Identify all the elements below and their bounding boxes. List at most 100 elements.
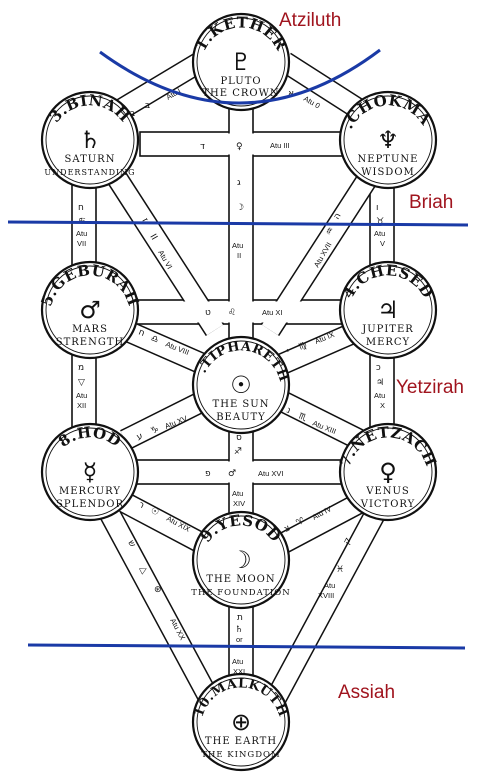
sephira-planet: THE SUN [213,399,270,410]
path-label-glyph: ♉ [376,217,384,227]
sephira-kether: 1.KETHER ♇ PLUTO THE CROWN [192,12,291,112]
saturn-icon: ♄ [79,126,101,154]
path-label-glyph: ק [342,536,354,546]
path-label-glyph: ☽ [236,203,244,213]
path-label-glyph: כ [376,363,381,373]
path-label-glyph: ס [236,433,242,443]
path-label-glyph: י [285,347,291,357]
sephira-yesod: 9.YESOD ☽ THE MOON THE FOUNDATION [191,510,291,610]
path-label-glyph: ♄ [235,625,243,635]
path-label-glyph: ז [139,217,149,225]
sephira-planet: NEPTUNE [358,154,419,165]
path-label-glyph: ה [332,211,344,221]
path-label-glyph: ⊛ [154,585,162,595]
sephira-planet: MERCURY [59,486,121,497]
sephira-planet: JUPITER [361,324,414,335]
path-label-atu-X-a: Atu [374,391,385,400]
path-label-glyph: II [147,233,158,243]
path-label-glyph: ר [137,500,146,511]
sephira-netzach: 7.NETZACH ♀ VENUS VICTORY [336,422,440,522]
path-label-atu-VII-a: Atu [76,229,87,238]
world-label-assiah: Assiah [338,682,395,703]
sephira-title: WISDOM [361,167,415,178]
moon-icon: ☽ [230,546,252,574]
path-label-glyph: א [288,89,294,99]
path-label-atu-XVI: Atu XVI [258,469,283,478]
path-label-atu-XXI-a: Atu [232,657,243,666]
world-label-atziluth: Atziluth [279,10,341,31]
sephira-title: BEAUTY [216,412,266,423]
jupiter-icon: ♃ [377,296,399,324]
path-label-glyph: ♍ [297,340,308,352]
path-label-glyph: ד [200,142,205,152]
path-label-glyph: ♀ [236,142,243,152]
path-label-atu-XIV: XIV [233,499,245,508]
path-label-atu-XII-a: Atu [76,391,87,400]
path-label-glyph: ב [145,101,150,111]
path-label-glyph: ב [130,109,135,119]
path-label-glyph: ♃ [376,378,384,388]
path-label-glyph: ♓ [336,565,344,575]
path-label-atu-VII: VII [77,239,86,248]
path-label-glyph: ת [237,613,243,623]
path-label-glyph: ח [137,328,146,340]
earth-icon: ⊕ [231,708,251,736]
path-label-atu-XVIII: XVIII [318,591,334,600]
mercury-icon: ☿ [83,458,98,486]
mars-icon: ♂ [79,296,101,324]
path-label-glyph: מ [78,363,84,373]
path-label-atu-V-a: Atu [374,229,385,238]
atziluth-arc [99,48,381,105]
path-label-glyph: ♏ [297,412,308,424]
sephira-planet: SATURN [65,154,116,165]
sephira-title: MERCY [366,337,410,348]
path-label-glyph: פ [205,469,211,479]
path-label-atu-XII: XII [77,401,86,410]
path-labels: ב ב Atu I א Atu 0 ד ♀ Atu III ג ☽ Atu II… [76,86,385,676]
sephira-malkuth: 10.MALKUTH ⊕ THE EARTH THE KINGDOM [192,672,291,772]
path-geburah-hod [71,344,97,436]
path-label-atu-X: X [380,401,385,410]
path-label-glyph: ▽ [78,378,85,388]
path-chesed-netzach [369,344,395,436]
path-label-atu-XIV-a: Atu [232,489,243,498]
briah-line [7,220,469,227]
pluto-icon: ♇ [230,48,252,76]
sephira-title: UNDERSTANDING [44,168,135,177]
path-label-glyph: ♒ [324,226,337,238]
path-label-glyph: ו [376,203,378,213]
path-label-glyph: ♐ [234,447,242,457]
path-label-atu-V: V [380,239,385,248]
path-label-glyph: ש [125,539,137,549]
sephira-planet: MARS [72,324,108,335]
path-label-atu-XXI: XXI [233,667,245,676]
sephira-chesed: 4.CHESED ♃ JUPITER MERCY [338,260,438,360]
world-label-yetzirah: Yetzirah [396,377,464,398]
sephira-title: THE KINGDOM [201,750,280,760]
path-label-glyph: ט [205,308,211,318]
path-label-glyph: צ [283,523,292,534]
sun-icon: ☉ [230,371,252,399]
assiah-line [27,643,466,650]
path-label-glyph: ע [135,431,144,442]
sephira-title: SPLENDOR [56,499,124,510]
sephira-title: VICTORY [360,499,416,510]
sephira-binah: 3.BINAH ♄ SATURN UNDERSTANDING [40,90,140,190]
venus-icon: ♀ [379,458,397,486]
path-label-atu-XVIII-a: Atu [324,581,335,590]
sephira-hod: 8.HOD ☿ MERCURY SPLENDOR [40,422,140,522]
sephira-planet: PLUTO [220,76,261,87]
world-labels: Atziluth Briah Yetzirah Assiah [279,10,464,703]
path-label-glyph: ג [237,178,241,188]
path-label-atu-II-a: Atu [232,241,243,250]
sephira-title: THE FOUNDATION [191,588,290,598]
sephira-planet: THE EARTH [205,736,277,747]
sephira-title: STRENGTH [56,337,124,348]
path-label-glyph: ♑ [149,424,160,436]
world-lines [7,48,469,650]
path-label-glyph: △ [137,565,149,576]
path-label-glyph: ♂ [228,469,236,479]
path-label-glyph: ♎ [149,334,160,346]
path-label-or: or [236,635,243,644]
